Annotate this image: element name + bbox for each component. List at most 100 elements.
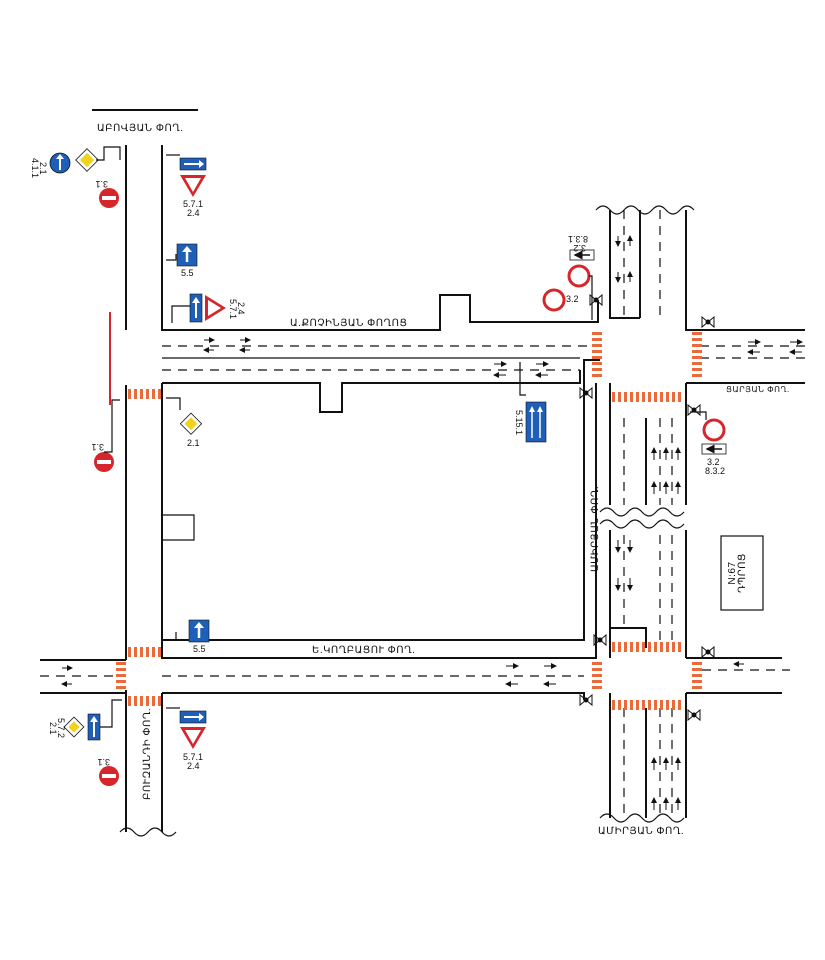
traffic-light-icon — [687, 403, 701, 417]
sign-code-8-3-2: 8.3.2 — [705, 466, 725, 476]
sign-code-2-1-mid: 2.1 — [187, 438, 200, 448]
traffic-light-icon — [579, 693, 593, 707]
amiryan-markings — [615, 210, 681, 818]
traffic-light-icon — [701, 315, 715, 329]
sign-no-entry-icon — [99, 766, 119, 786]
sign-post-line — [96, 146, 121, 161]
sign-post-line — [171, 305, 190, 323]
sign-code-3-2-right: 3.2 — [707, 457, 720, 467]
south-road-south-edge — [162, 692, 585, 700]
sign-code-5-7-1-low: 5.7.1 — [183, 752, 203, 762]
north-road-markings — [162, 337, 596, 378]
south-road-markings — [40, 661, 790, 687]
sign-priority-diamond-icon — [75, 148, 99, 172]
sign-code-5-7-1: 5.7.1 — [183, 199, 203, 209]
traffic-light-icon — [589, 293, 603, 307]
sign-code-5-15-1: 5.15.1 — [514, 410, 524, 435]
sign-one-way-road-icon — [176, 243, 198, 267]
break-wave-mid-a — [599, 507, 685, 517]
east-lane-divider-b — [610, 627, 647, 648]
sign-code-5-5-top: 5.5 — [181, 268, 194, 278]
sign-code-5-7-1-rot: 5.7.1 — [228, 299, 238, 319]
sign-direction-plate-icon — [569, 249, 595, 261]
sign-no-entry-icon — [99, 188, 119, 208]
sign-one-way-up-icon — [189, 293, 203, 323]
traffic-light-icon — [593, 633, 607, 647]
traffic-light-icon — [701, 645, 715, 659]
sign-post-line — [519, 362, 526, 396]
street-label-amiryan-bottom: ԱՄԻՐՅԱՆ ՓՈՂ. — [598, 826, 684, 837]
crossing-east-north-vertical-right — [692, 332, 702, 377]
sign-code-2-4-rot: 2.4 — [236, 302, 246, 315]
sign-code-8-3-1: 8.3.1 — [568, 234, 588, 244]
east-top-markings — [700, 339, 805, 359]
crossing-west-north — [128, 389, 161, 399]
sign-give-way-icon — [205, 295, 226, 321]
crossing-west-south-bottom — [128, 696, 161, 706]
sign-give-way-icon — [180, 175, 206, 197]
sign-post-line — [100, 699, 122, 728]
sign-post-line — [166, 254, 177, 261]
sign-code-3-1-low: 3.1 — [97, 757, 110, 767]
traffic-lights — [579, 293, 715, 722]
sign-one-way-up-icon — [87, 713, 101, 741]
traffic-light-icon — [579, 386, 593, 400]
sign-code-3-1-mid: 3.1 — [91, 442, 104, 452]
sign-one-way-right-icon — [179, 710, 207, 724]
crossing-east-north-vertical — [592, 332, 602, 377]
sign-code-2-4-low: 2.4 — [187, 761, 200, 771]
traffic-light-icon — [687, 708, 701, 722]
school-box: ԴՊՐՈՑ N:67 — [720, 535, 764, 611]
break-wave-top — [595, 205, 695, 215]
sign-no-vehicles-icon — [567, 264, 591, 288]
sign-code-5-5-low: 5.5 — [193, 644, 206, 654]
break-wave-bottom — [599, 813, 685, 823]
sign-code-4-1-1: 4.1.1 — [30, 158, 40, 178]
street-label-amiryan-vertical: ԱՄԻՐՅԱՆ ՓՈՂ. — [590, 486, 601, 572]
sign-code-2-1: 2.1 — [38, 162, 48, 175]
crossing-amiryan-north — [612, 392, 681, 402]
sign-post-line — [589, 275, 593, 320]
sign-no-entry-icon — [94, 452, 114, 472]
sign-priority-diamond-icon — [179, 412, 203, 435]
sign-code-2-4: 2.4 — [187, 208, 200, 218]
sign-code-5-7-2: 5.7.2 — [56, 718, 66, 738]
sign-post-line — [166, 397, 181, 410]
sign-lane-directions-icon — [525, 401, 547, 443]
sign-code-3-1: 3.1 — [95, 179, 108, 189]
sign-post-line — [166, 632, 177, 641]
sign-priority-diamond-icon — [63, 716, 85, 738]
crossing-south-right-vertical — [692, 662, 702, 689]
street-label-tsaryan: ՑԱՐՅԱՆ ՓՈՂ. — [726, 385, 790, 394]
school-number: N:67 — [727, 561, 738, 584]
break-wave-west — [119, 827, 177, 837]
pedestrian-crossings — [116, 332, 702, 710]
break-wave-mid-b — [599, 519, 685, 529]
crossing-west-vertical — [116, 662, 126, 689]
school-label: ԴՊՐՈՑ — [737, 553, 748, 593]
inner-block-notch — [162, 514, 195, 541]
east-road-top-left — [609, 210, 640, 319]
sign-no-vehicles-icon — [542, 288, 566, 312]
road-outlines — [40, 109, 805, 837]
inner-block-upper — [162, 370, 581, 413]
crossing-amiryan-south — [612, 700, 681, 710]
sign-code-3-2: 3.2 — [566, 294, 579, 304]
sign-code-3-2-top: 3.2 — [573, 243, 586, 253]
crossing-west-south-top — [128, 647, 161, 657]
crossing-amiryan-mid — [612, 642, 681, 652]
sign-mandatory-straight-icon — [49, 152, 71, 174]
east-road-top-right — [685, 210, 805, 331]
sign-no-vehicles-icon — [702, 418, 726, 442]
street-label-kochinyan: Ա.ՔՈՉԻՆՅԱՆ ՓՈՂՈՑ — [290, 318, 407, 329]
north-block-edge — [161, 145, 599, 331]
sign-give-way-icon — [180, 727, 206, 749]
sign-code-2-1-low: 2.1 — [48, 722, 58, 735]
sign-post-line — [104, 399, 120, 453]
sign-direction-plate-icon — [701, 443, 727, 455]
street-label-buzandi: ԲՈՒԶԱՆԴԻ ՓՈՂ. — [142, 708, 153, 800]
crossing-south-left-vertical — [592, 662, 602, 689]
sign-post-line — [690, 411, 707, 420]
sign-one-way-road-icon — [188, 619, 210, 643]
